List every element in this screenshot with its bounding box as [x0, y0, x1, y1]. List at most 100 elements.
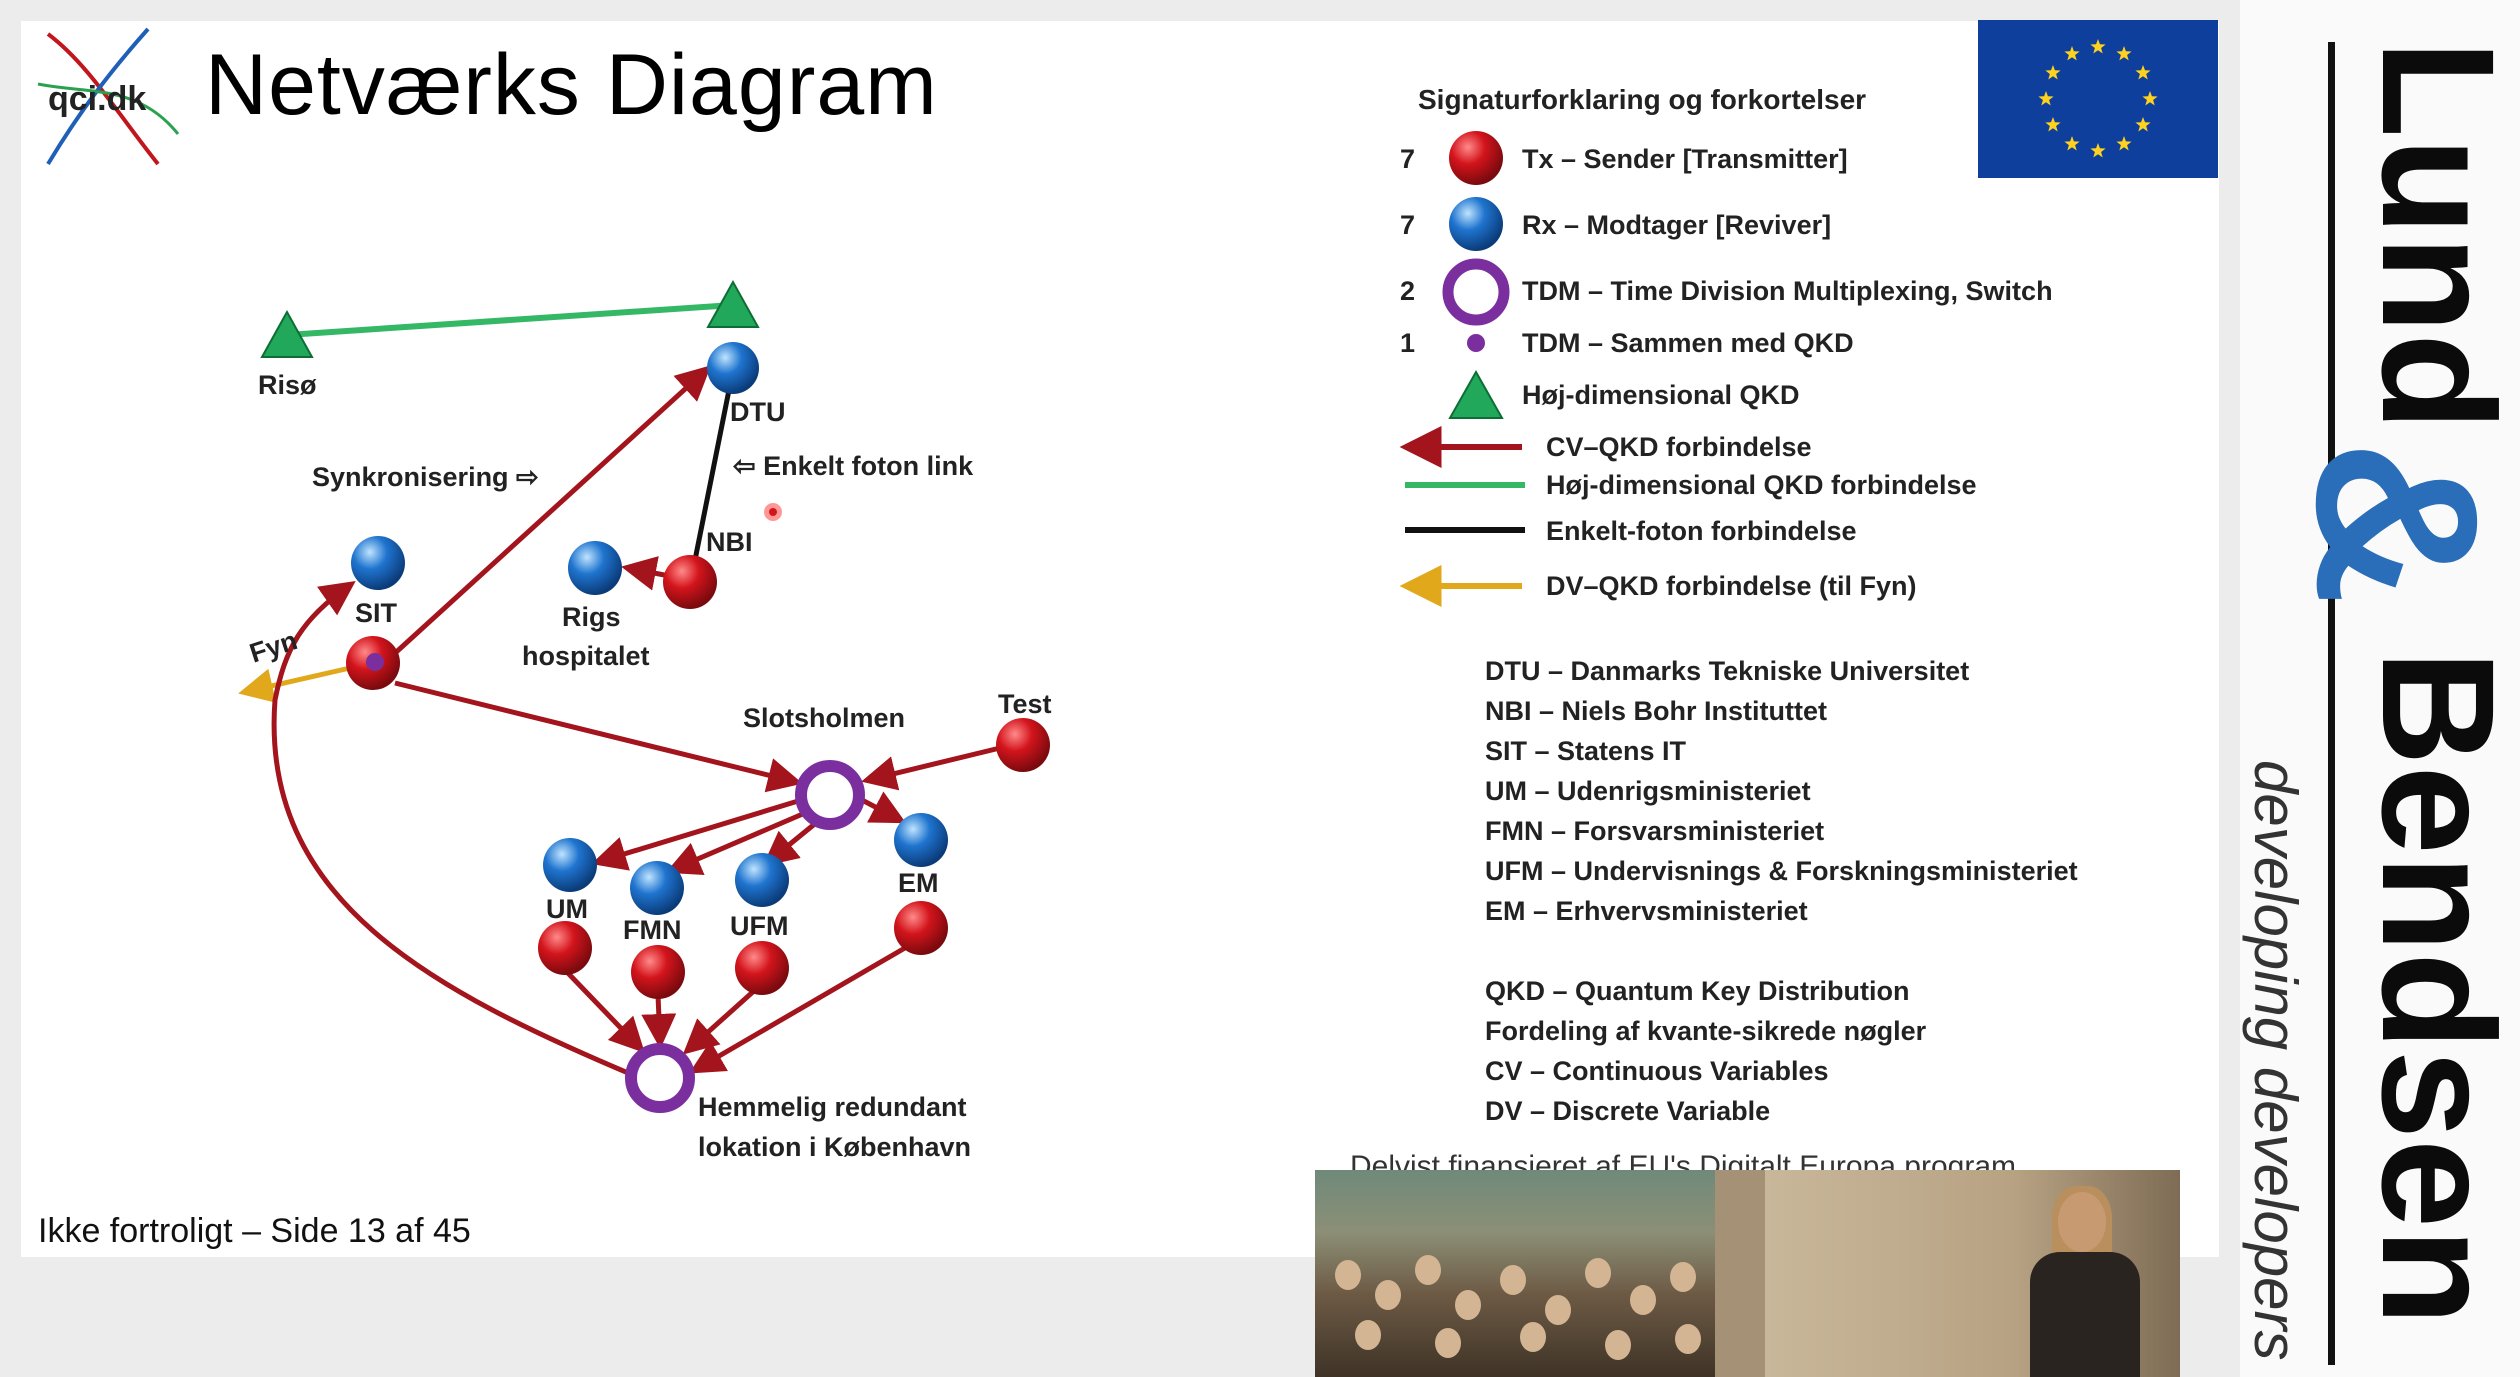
legend-count: 7	[1400, 210, 1416, 240]
node-nbi-tx	[663, 555, 717, 609]
eu-star-icon	[2116, 46, 2132, 61]
legend-purple-ring-icon	[1442, 258, 1510, 326]
label-enkelt-foton: ⇦ Enkelt foton link	[733, 451, 974, 481]
audience-camera-feed	[1315, 1170, 1715, 1377]
node-dtu-rx	[707, 342, 759, 394]
node-fmn-rx	[630, 861, 684, 915]
node-riso-qkd	[260, 309, 314, 358]
eu-star-icon	[2064, 136, 2080, 151]
link-fmn-hidden	[641, 994, 677, 1049]
label-dtu: DTU	[730, 397, 786, 427]
abbr-fmn: FMN – Forsvarsministeriet	[1485, 816, 1825, 846]
legend-row-hd-qkd: Høj-dimensional QKD	[1390, 380, 2210, 420]
legend-label: CV–QKD forbindelse	[1546, 432, 1812, 462]
term-dv: DV – Discrete Variable	[1485, 1096, 1771, 1126]
term-qkd: QKD – Quantum Key Distribution	[1485, 976, 1910, 1006]
link-ufm-hidden	[682, 988, 757, 1055]
abbr-nbi: NBI – Niels Bohr Instituttet	[1485, 696, 1828, 726]
node-em-rx	[894, 813, 948, 867]
link-riso-dtu	[286, 302, 734, 338]
node-em-tx	[894, 901, 948, 955]
eu-star-icon	[2045, 117, 2061, 132]
link-sit-dtu	[391, 365, 712, 657]
legend-purple-dot-icon	[1467, 334, 1485, 352]
node-rigs-rx	[568, 541, 622, 595]
legend-row-rx: 7 Rx – Modtager [Reviver]	[1390, 210, 2210, 250]
eu-star-icon	[2038, 91, 2054, 106]
label-fmn: FMN	[623, 915, 682, 945]
node-ufm-tx	[735, 941, 789, 995]
abbr-sit: SIT – Statens IT	[1485, 736, 1687, 766]
eu-star-icon	[2090, 143, 2106, 158]
node-test-tx	[996, 718, 1050, 772]
branding-panel	[2240, 0, 2520, 1377]
eu-star-icon	[2142, 91, 2158, 106]
legend-row-tdm: 2 TDM – Time Division Multiplexing, Swit…	[1390, 276, 2210, 316]
node-um-rx	[543, 838, 597, 892]
legend-label: Tx – Sender [Transmitter]	[1522, 144, 1848, 174]
link-test-slotsholmen	[861, 745, 1001, 791]
node-hidden-tdm	[625, 1043, 695, 1113]
node-um-tx	[538, 921, 592, 975]
legend-label: Høj-dimensional QKD forbindelse	[1546, 470, 1977, 500]
link-dtu-nbi	[692, 369, 736, 561]
legend-count: 2	[1400, 276, 1416, 306]
camera-divider	[1715, 1170, 1765, 1377]
label-hidden-1: Hemmelig redundant	[698, 1092, 967, 1122]
legend-label: TDM – Sammen med QKD	[1522, 328, 1854, 358]
term-qkd-da: Fordeling af kvante-sikrede nøgler	[1485, 1016, 1927, 1046]
label-rigshospitalet: hospitalet	[522, 641, 650, 671]
slide-footer: Ikke fortroligt – Side 13 af 45	[38, 1212, 471, 1250]
node-slotsholmen-tdm	[795, 760, 865, 830]
legend-label: Rx – Modtager [Reviver]	[1522, 210, 1832, 240]
legend-label: DV–QKD forbindelse (til Fyn)	[1546, 571, 1917, 601]
label-em: EM	[898, 868, 939, 898]
legend-green-triangle-icon	[1448, 369, 1504, 419]
label-test: Test	[998, 689, 1052, 719]
abbr-em: EM – Erhvervsministeriet	[1485, 896, 1808, 926]
legend-blue-sphere-icon	[1449, 197, 1503, 251]
presentation-slide	[21, 21, 2219, 1257]
logo-text: qci.dk	[48, 80, 147, 118]
link-sit-fyn	[238, 665, 351, 703]
legend-label: TDM – Time Division Multiplexing, Switch	[1522, 276, 2053, 306]
abbr-ufm: UFM – Undervisnings & Forskningsminister…	[1485, 856, 2078, 886]
eu-flag	[1978, 20, 2218, 178]
eu-star-icon	[2135, 117, 2151, 132]
node-dtu-qkd	[706, 279, 760, 328]
legend-title: Signaturforklaring og forkortelser	[1418, 84, 1867, 115]
link-hidden-sit	[271, 580, 641, 1081]
slide-title: Netværks Diagram	[205, 37, 938, 133]
legend-label: Høj-dimensional QKD	[1522, 380, 1800, 410]
legend-row-tdm-qkd: 1 TDM – Sammen med QKD	[1390, 328, 2210, 368]
link-um-hidden	[563, 968, 645, 1054]
eu-star-icon	[2116, 136, 2132, 151]
qci-logo: qci.dk	[28, 24, 188, 174]
eu-star-icon	[2045, 65, 2061, 80]
laser-pointer-dot-icon	[769, 508, 777, 516]
eu-stars-icon	[2038, 39, 2158, 158]
node-fmn-tx	[631, 945, 685, 999]
node-sit-tdm	[366, 653, 384, 671]
eu-star-icon	[2090, 39, 2106, 54]
node-sit-rx	[351, 536, 405, 590]
label-sit: SIT	[355, 598, 398, 628]
eu-star-icon	[2064, 46, 2080, 61]
legend-row-single: Enkelt-foton forbindelse	[1390, 516, 2210, 556]
label-rigs: Rigs	[562, 602, 621, 632]
label-synkronisering: Synkronisering ⇨	[312, 462, 539, 492]
branding-divider	[2328, 42, 2335, 1365]
legend-row-tx: 7 Tx – Sender [Transmitter]	[1390, 144, 2210, 184]
qci-logo-swirl-icon	[37, 27, 180, 166]
legend-count: 7	[1400, 144, 1416, 174]
label-ufm: UFM	[730, 911, 789, 941]
label-um: UM	[546, 894, 588, 924]
legend-red-sphere-icon	[1449, 131, 1503, 185]
link-slots-em	[860, 791, 907, 824]
link-slots-um	[591, 795, 809, 871]
label-nbi: NBI	[706, 527, 753, 557]
legend-row-hd-line: Høj-dimensional QKD forbindelse	[1390, 470, 2210, 510]
legend-row-cv: CV–QKD forbindelse	[1390, 432, 2210, 472]
